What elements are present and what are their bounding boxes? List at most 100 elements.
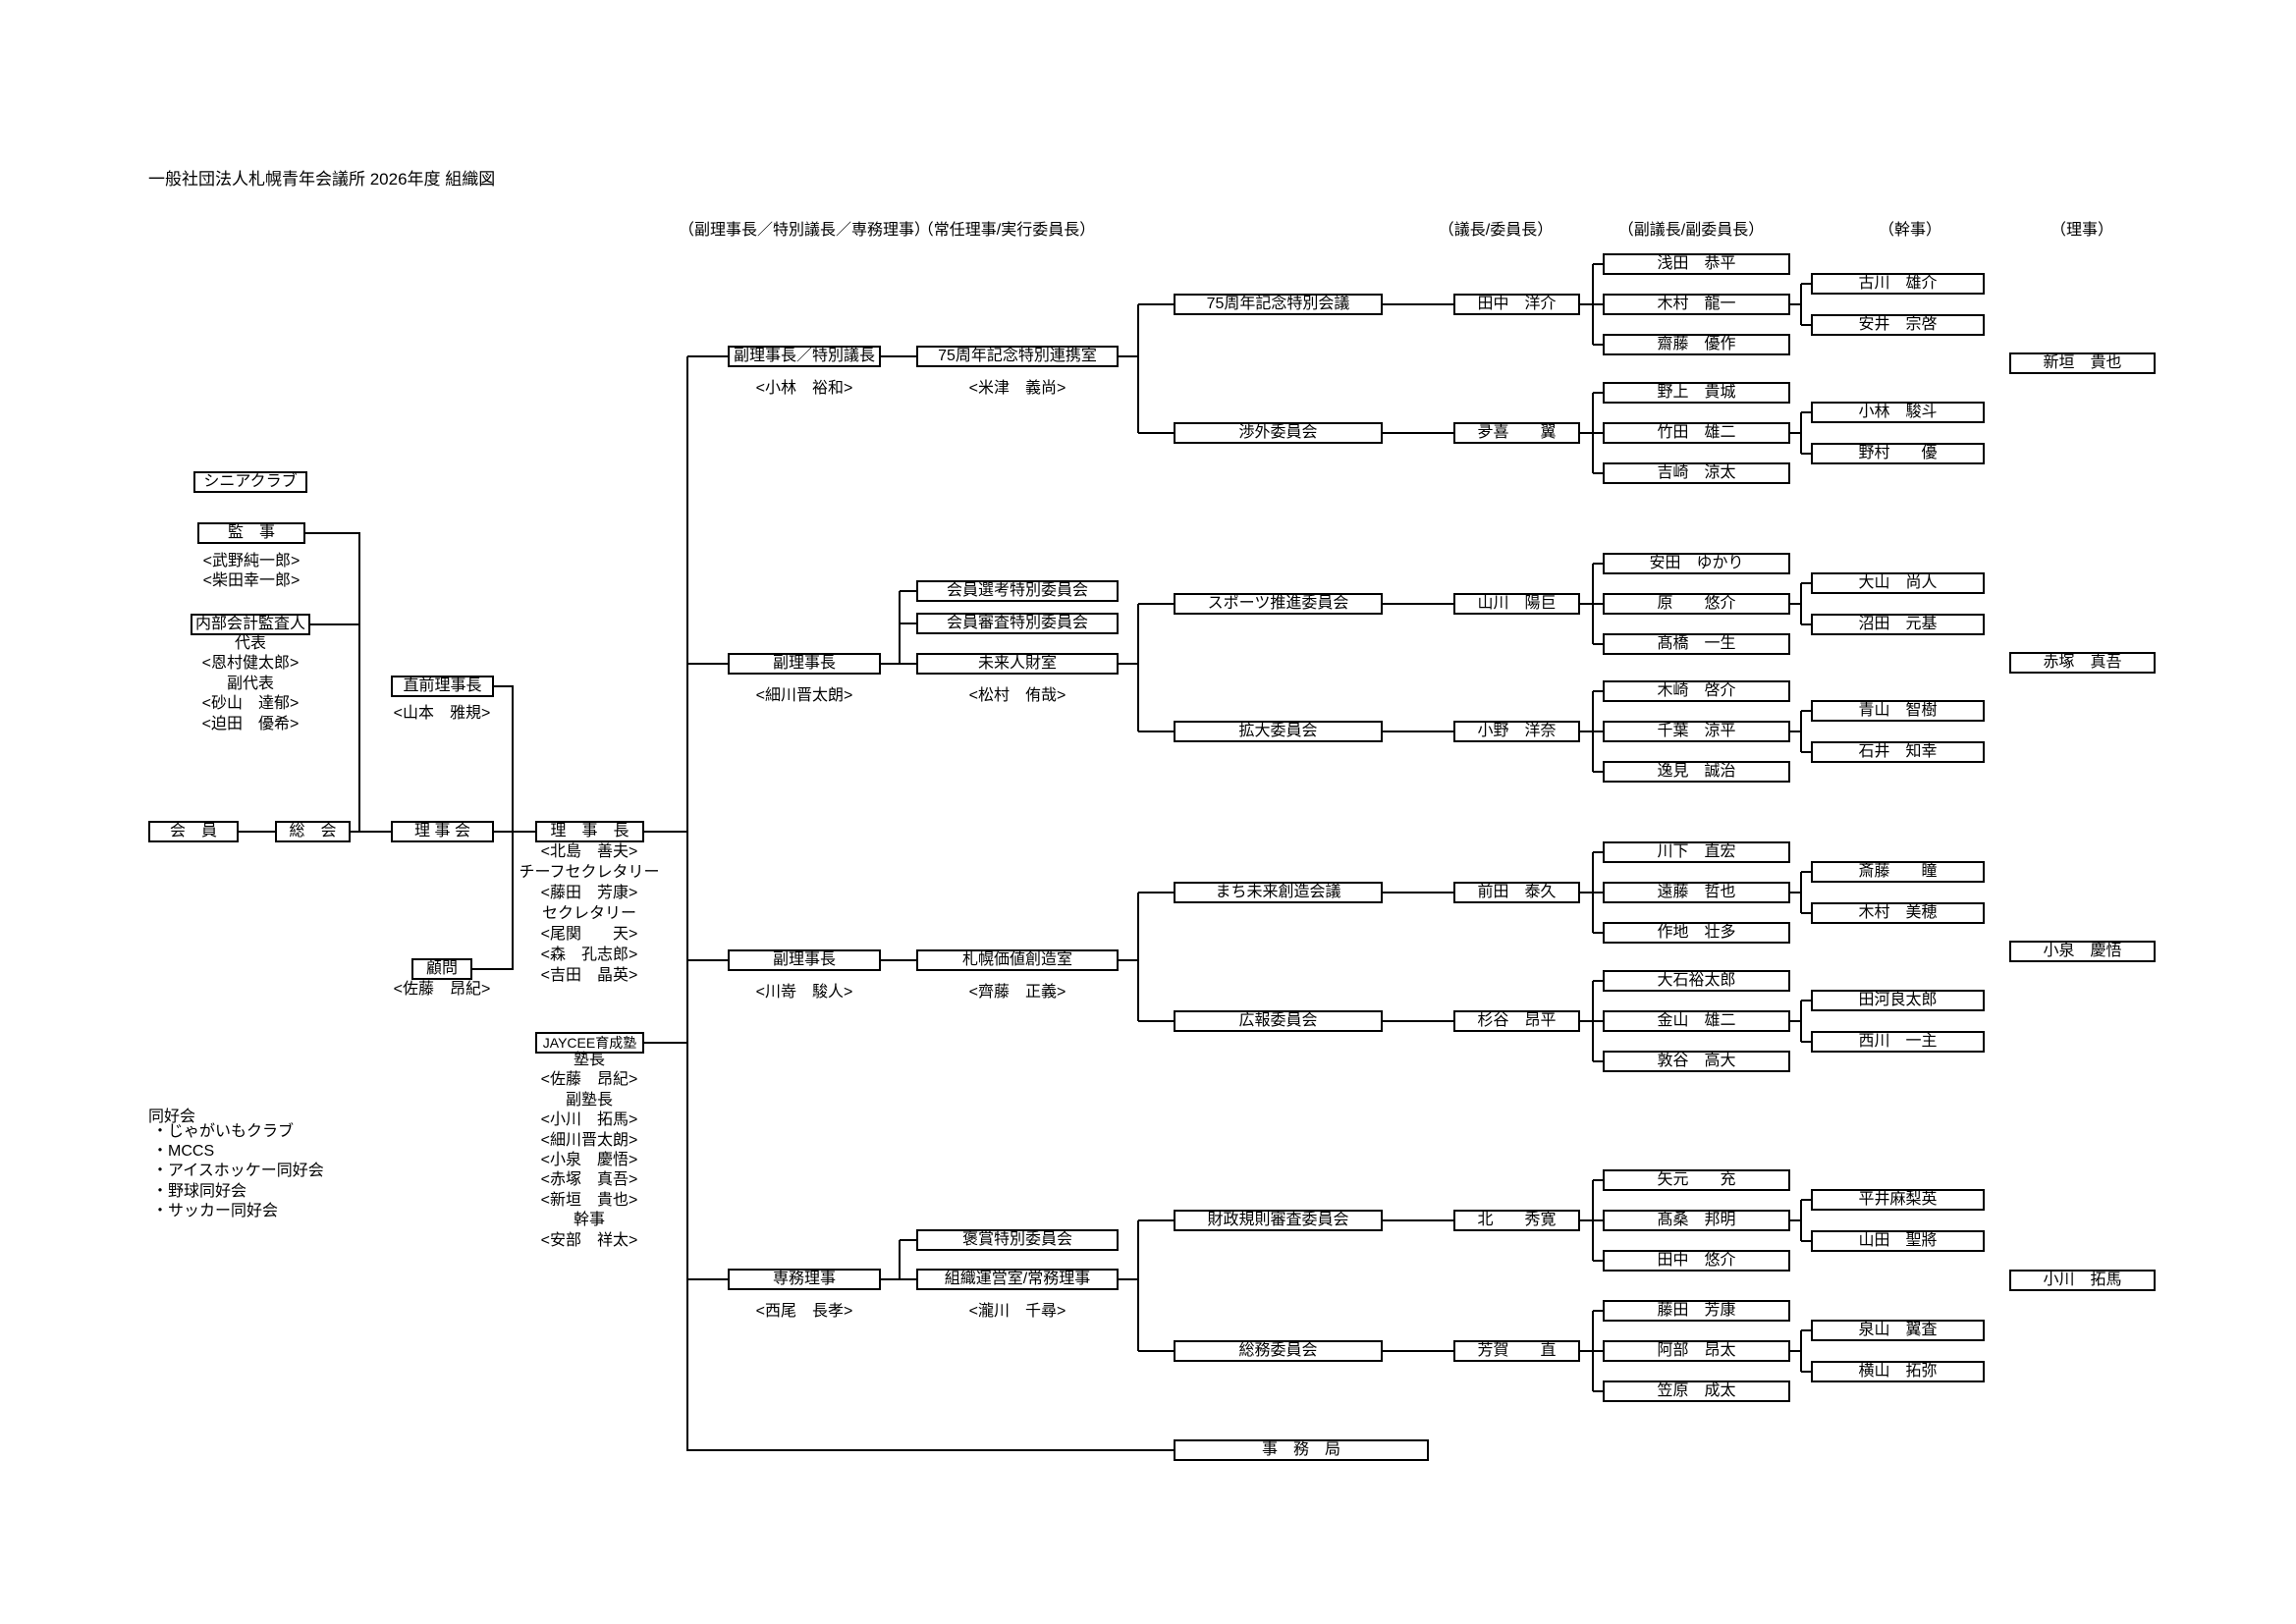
advisor-box: 顧問 [411,958,472,980]
vp-box-3: 副理事長 [728,949,881,971]
committee-box-1-1: 75周年記念特別会議 [1174,294,1383,315]
auditors-box: 監 事 [197,522,305,544]
senior-club-box: シニアクラブ [193,471,307,493]
vice-chair-box-2-2-3: 逸見 誠治 [1603,761,1790,783]
vice-chair-box-3-1-1: 川下 直宏 [1603,841,1790,863]
clubs-label: 同好会 [148,1109,196,1125]
chair-box-3-2: 杉谷 昂平 [1453,1010,1580,1032]
vice-chair-box-4-1-3: 田中 悠介 [1603,1250,1790,1272]
members-box: 会 員 [148,821,239,842]
secretary-box-1-2-1: 小林 駿斗 [1811,402,1985,423]
general-meeting-box: 総 会 [275,821,351,842]
past-president-name: <山本 雅規> [393,705,491,722]
secretary-box-3-1-1: 斎藤 瞳 [1811,861,1985,883]
special-committee-box-2-1: 会員選考特別委員会 [916,580,1119,602]
room-director-name-1: <米津 義尚> [968,380,1066,397]
vice-chair-box-2-2-2: 千葉 涼平 [1603,721,1790,742]
column-header-vp: （副理事長／特別議長／専務理事） [678,222,931,239]
secretary-box-1-1-1: 古川 雄介 [1811,273,1985,295]
committee-box-2-2: 拡大委員会 [1174,721,1383,742]
column-header-director: （理事） [2050,222,2114,239]
vice-chair-box-3-1-2: 遠藤 哲也 [1603,882,1790,903]
room-box-4: 組織運営室/常務理事 [916,1269,1119,1290]
vp-box-1: 副理事長／特別議長 [728,346,881,367]
vice-chair-box-1-2-1: 野上 貴城 [1603,382,1790,404]
secretary-box-2-2-2: 石井 知幸 [1811,741,1985,763]
special-committee-box-2-2: 会員審査特別委員会 [916,613,1119,634]
chair-box-4-1: 北 秀寛 [1453,1210,1580,1231]
chair-box-3-1: 前田 泰久 [1453,882,1580,903]
advisor-name: <佐藤 昂紀> [393,981,491,998]
vp-name-1: <小林 裕和> [755,380,853,397]
vice-chair-box-2-1-1: 安田 ゆかり [1603,553,1790,574]
secretary-box-4-2-1: 泉山 翼査 [1811,1320,1985,1341]
auditor-names: <武野純一郎> <柴田幸一郎> [202,553,301,590]
vice-chair-box-1-2-3: 吉崎 涼太 [1603,462,1790,484]
column-header-standing: （常任理事/実行委員長） [917,222,1096,239]
internal-audit-members: 代表 <恩村健太郎> 副代表 <砂山 達郁> <迫田 優希> [201,635,300,732]
column-header-vice-chair: （副議長/副委員長） [1617,222,1765,239]
vice-chair-box-1-1-2: 木村 龍一 [1603,294,1790,315]
secretary-box-1-2-2: 野村 優 [1811,443,1985,464]
vice-chair-box-3-2-1: 大石裕太郎 [1603,970,1790,992]
room-director-name-3: <齊藤 正義> [968,984,1066,1001]
vice-chair-box-3-2-2: 金山 雄二 [1603,1010,1790,1032]
room-box-3: 札幌価値創造室 [916,949,1119,971]
secretary-box-3-2-1: 田河良太郎 [1811,990,1985,1011]
secretary-box-2-2-1: 青山 智樹 [1811,700,1985,722]
vice-chair-box-1-1-1: 浅田 恭平 [1603,253,1790,275]
committee-box-4-2: 総務委員会 [1174,1340,1383,1362]
internal-audit-box: 内部会計監査人 [191,614,310,635]
vice-chair-box-4-2-3: 笠原 成太 [1603,1380,1790,1402]
chair-box-1-2: 夛喜 翼 [1453,422,1580,444]
jaycee-school-box: JAYCEE育成塾 [535,1032,644,1054]
column-header-secretary: （幹事） [1878,222,1942,239]
room-box-1: 75周年記念特別連携室 [916,346,1119,367]
vice-chair-box-3-1-3: 作地 壮多 [1603,922,1790,944]
vice-chair-box-4-2-1: 藤田 芳康 [1603,1300,1790,1322]
vice-chair-box-1-1-3: 齋藤 優作 [1603,334,1790,355]
chart-title: 一般社団法人札幌青年会議所 2026年度 組織図 [148,170,496,189]
secretary-box-2-1-1: 大山 尚人 [1811,572,1985,594]
room-box-2: 未来人財室 [916,653,1119,675]
secretary-box-2-1-2: 沼田 元基 [1811,614,1985,635]
committee-box-3-2: 広報委員会 [1174,1010,1383,1032]
room-director-name-4: <瀧川 千尋> [968,1303,1066,1320]
director-box-4: 小川 拓馬 [2009,1270,2156,1291]
president-staff: <北島 善夫> チーフセクレタリー <藤田 芳康> セクレタリー <尾関 天> … [519,843,660,984]
secretary-box-4-1-2: 山田 聖將 [1811,1230,1985,1252]
vice-chair-box-4-1-2: 髙桑 邦明 [1603,1210,1790,1231]
director-box-3: 小泉 慶悟 [2009,941,2156,962]
clubs-list: ・じゃがいもクラブ ・MCCS ・アイスホッケー同好会 ・野球同好会 ・サッカー… [152,1123,324,1219]
chair-box-4-2: 芳賀 直 [1453,1340,1580,1362]
president-box: 理 事 長 [535,821,644,842]
past-president-box: 直前理事長 [391,676,494,697]
office-box: 事 務 局 [1174,1439,1429,1461]
vp-name-3: <川嵜 駿人> [755,984,853,1001]
secretary-box-4-1-1: 平井麻梨英 [1811,1189,1985,1211]
vp-name-2: <細川晋太朗> [755,687,853,704]
chair-box-2-1: 山川 陽巨 [1453,593,1580,615]
secretary-box-3-2-2: 西川 一主 [1811,1031,1985,1053]
board-box: 理 事 会 [391,821,494,842]
vice-chair-box-2-2-1: 木崎 啓介 [1603,680,1790,702]
jaycee-members: 塾長 <佐藤 昂紀> 副塾長 <小川 拓馬> <細川晋太朗> <小泉 慶悟> <… [540,1052,638,1249]
vp-box-4: 専務理事 [728,1269,881,1290]
column-header-chair: （議長/委員長） [1438,222,1554,239]
committee-box-4-1: 財政規則審査委員会 [1174,1210,1383,1231]
secretary-box-3-1-2: 木村 美穂 [1811,902,1985,924]
vp-name-4: <西尾 長孝> [755,1303,853,1320]
committee-box-2-1: スポーツ推進委員会 [1174,593,1383,615]
vice-chair-box-2-1-2: 原 悠介 [1603,593,1790,615]
vice-chair-box-2-1-3: 髙橋 一生 [1603,633,1790,655]
special-committee-box-4-1: 褒賞特別委員会 [916,1229,1119,1251]
committee-box-1-2: 渉外委員会 [1174,422,1383,444]
vp-box-2: 副理事長 [728,653,881,675]
vice-chair-box-3-2-3: 敦谷 高大 [1603,1051,1790,1072]
vice-chair-box-1-2-2: 竹田 雄二 [1603,422,1790,444]
chair-box-2-2: 小野 洋奈 [1453,721,1580,742]
vice-chair-box-4-1-1: 矢元 充 [1603,1169,1790,1191]
committee-box-3-1: まち未来創造会議 [1174,882,1383,903]
secretary-box-1-1-2: 安井 宗啓 [1811,314,1985,336]
